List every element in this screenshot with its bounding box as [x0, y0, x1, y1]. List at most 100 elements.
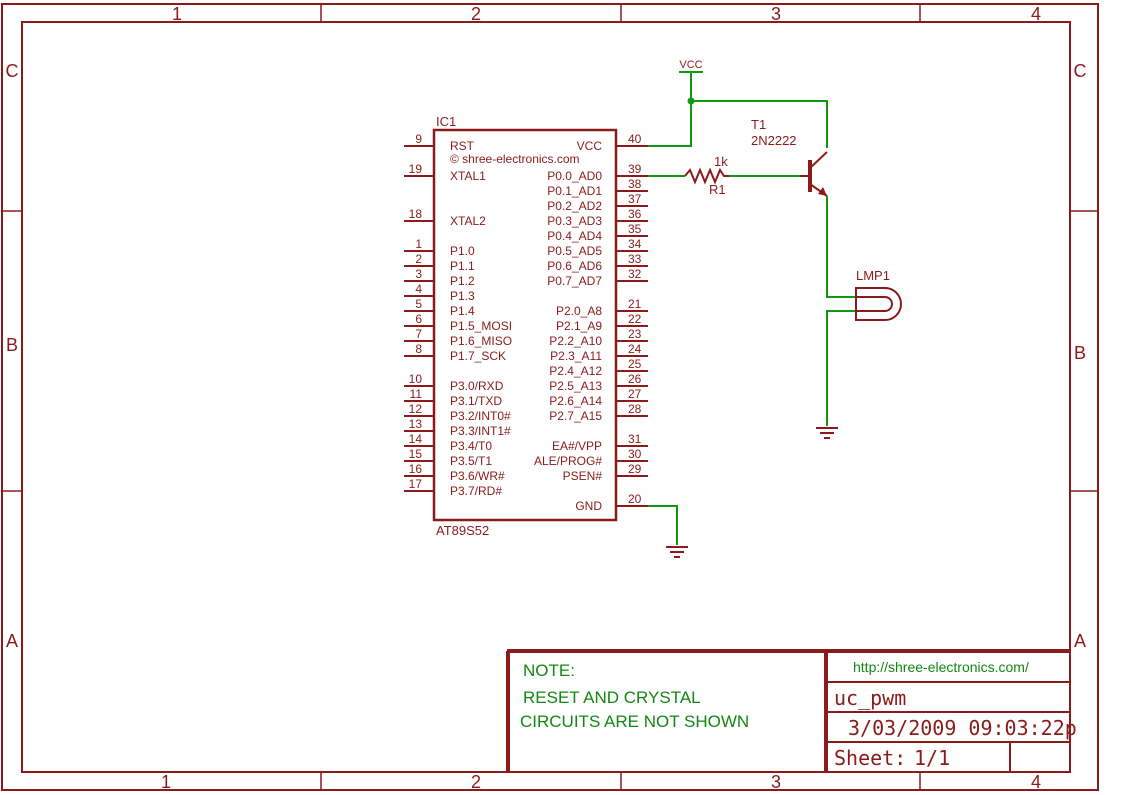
ic-pin-number: 22: [628, 312, 642, 326]
frame-col-label: 2: [471, 4, 481, 24]
vcc-supply: VCC: [679, 59, 703, 73]
ic-pin-name: P1.6_MISO: [450, 334, 512, 348]
inner-frame-border: [21, 21, 1071, 773]
ic-pin-name: P0.1_AD1: [547, 184, 602, 198]
frame-col-label: 2: [471, 772, 481, 792]
outer-frame-border: [1, 3, 1099, 791]
ic-pin-number: 39: [628, 162, 642, 176]
ic-pin-name: P3.7/RD#: [450, 484, 502, 498]
lamp-ref: LMP1: [856, 268, 890, 283]
ic-pin-name: VCC: [577, 139, 603, 153]
gnd-pin-wire: [648, 505, 678, 545]
ic-pin-number: 31: [628, 432, 642, 446]
wires: [648, 72, 856, 545]
ic-pin-number: 17: [409, 477, 423, 491]
ic-pin-number: 6: [415, 312, 422, 326]
vcc-to-pin40-wire: [648, 72, 692, 147]
ic-pin-name: P1.0: [450, 244, 475, 258]
note-line-1: RESET AND CRYSTAL: [523, 688, 701, 707]
ic-pin-name: P1.2: [450, 274, 475, 288]
ic-pin-number: 19: [409, 162, 423, 176]
ic-ref-label: IC1: [436, 114, 456, 129]
ic-pin-number: 20: [628, 492, 642, 506]
lamp-outer-body: [855, 287, 902, 321]
ic-pin-name: RST: [450, 139, 475, 153]
ic-pin-name: P3.2/INT0#: [450, 409, 511, 423]
drawing-name: uc_pwm: [834, 686, 906, 710]
note-heading: NOTE:: [523, 661, 575, 680]
ic-pin-name: P1.5_MOSI: [450, 319, 512, 333]
lamp-lmp1: LMP1: [855, 268, 902, 321]
ic-pin-name: P3.1/TXD: [450, 394, 502, 408]
lamp-to-ground-wire: [826, 310, 856, 426]
ic-pin-name: P2.1_A9: [556, 319, 602, 333]
ic-pin-name: EA#/VPP: [552, 439, 602, 453]
frame-col-label: 1: [172, 4, 182, 24]
ic-pin-number: 5: [415, 297, 422, 311]
ic-pin-name: P2.0_A8: [556, 304, 602, 318]
title-block-url: http://shree-electronics.com/: [853, 659, 1029, 675]
ic-pin-number: 23: [628, 327, 642, 341]
frame-col-label: 4: [1031, 4, 1041, 24]
ic-pin-number: 15: [409, 447, 423, 461]
ic-pin-number: 9: [415, 132, 422, 146]
frame-col-label: 4: [1031, 772, 1041, 792]
lamp-inner-filament: [856, 296, 893, 312]
ground-symbol-ic: [666, 546, 688, 558]
frame-col-label: 3: [771, 772, 781, 792]
ic-pin-name: P3.6/WR#: [450, 469, 505, 483]
ic-pin-name: P0.6_AD6: [547, 259, 602, 273]
resistor-ref: R1: [709, 182, 726, 197]
ic-pin-name: PSEN#: [563, 469, 603, 483]
ic-pin-name: P2.6_A14: [549, 394, 602, 408]
ic-pin-name: P2.5_A13: [549, 379, 602, 393]
ic-pin-name: P2.7_A15: [549, 409, 602, 423]
ic-pin-number: 2: [415, 252, 422, 266]
transistor-ref: T1: [751, 117, 766, 132]
ic-pin-number: 34: [628, 237, 642, 251]
ic-pin-name: P1.7_SCK: [450, 349, 506, 363]
drawing-datetime: 3/03/2009 09:03:22p: [848, 716, 1077, 740]
ic-pin-name: P2.4_A12: [549, 364, 602, 378]
frame-col-label: 3: [771, 4, 781, 24]
ic-pin-name: P0.2_AD2: [547, 199, 602, 213]
ic-pin-name: ALE/PROG#: [534, 454, 602, 468]
ic-pin-number: 21: [628, 297, 642, 311]
ic-pin-number: 38: [628, 177, 642, 191]
drawing-frame: 1 2 3 4 1 2 3 4 C B A C B A: [1, 3, 1099, 792]
ic-pin-number: 35: [628, 222, 642, 236]
ic-pin-name: P3.4/T0: [450, 439, 492, 453]
ic-pin-number: 16: [409, 462, 423, 476]
emitter-to-lamp-wire: [826, 196, 856, 298]
vcc-junction-dot: [687, 97, 695, 105]
ic-pin-number: 3: [415, 267, 422, 281]
ic-pin-number: 12: [409, 402, 423, 416]
transistor-part: 2N2222: [751, 133, 797, 148]
ic-pin-number: 26: [628, 372, 642, 386]
ic-pin-name: P0.5_AD5: [547, 244, 602, 258]
ic-pin-name: GND: [575, 499, 602, 513]
ic-part-label: AT89S52: [436, 523, 489, 538]
resistor-zigzag: [684, 167, 729, 185]
ic-pin-number: 27: [628, 387, 642, 401]
ic-pin-number: 11: [410, 387, 423, 401]
ic-pin-name: P2.2_A10: [549, 334, 602, 348]
ic-pin-number: 29: [628, 462, 642, 476]
ic-pin-number: 32: [628, 267, 642, 281]
sheet-label: Sheet:: [834, 746, 906, 770]
frame-row-label: C: [6, 61, 19, 81]
ic-pin-name: P0.7_AD7: [547, 274, 602, 288]
ic-pin-number: 24: [628, 342, 642, 356]
frame-row-label: A: [1074, 631, 1086, 651]
ic-pin-name: P3.3/INT1#: [450, 424, 511, 438]
ic-pin-name: P3.5/T1: [450, 454, 492, 468]
frame-col-label: 1: [161, 772, 171, 792]
ic-pin-name: P0.0_AD0: [547, 169, 602, 183]
resistor-r1: 1k R1: [684, 154, 729, 197]
ic-pin-number: 36: [628, 207, 642, 221]
ic-pin-name: XTAL2: [450, 214, 486, 228]
ic-pin-number: 37: [628, 192, 642, 206]
ic-pin-name: P2.3_A11: [550, 349, 602, 363]
